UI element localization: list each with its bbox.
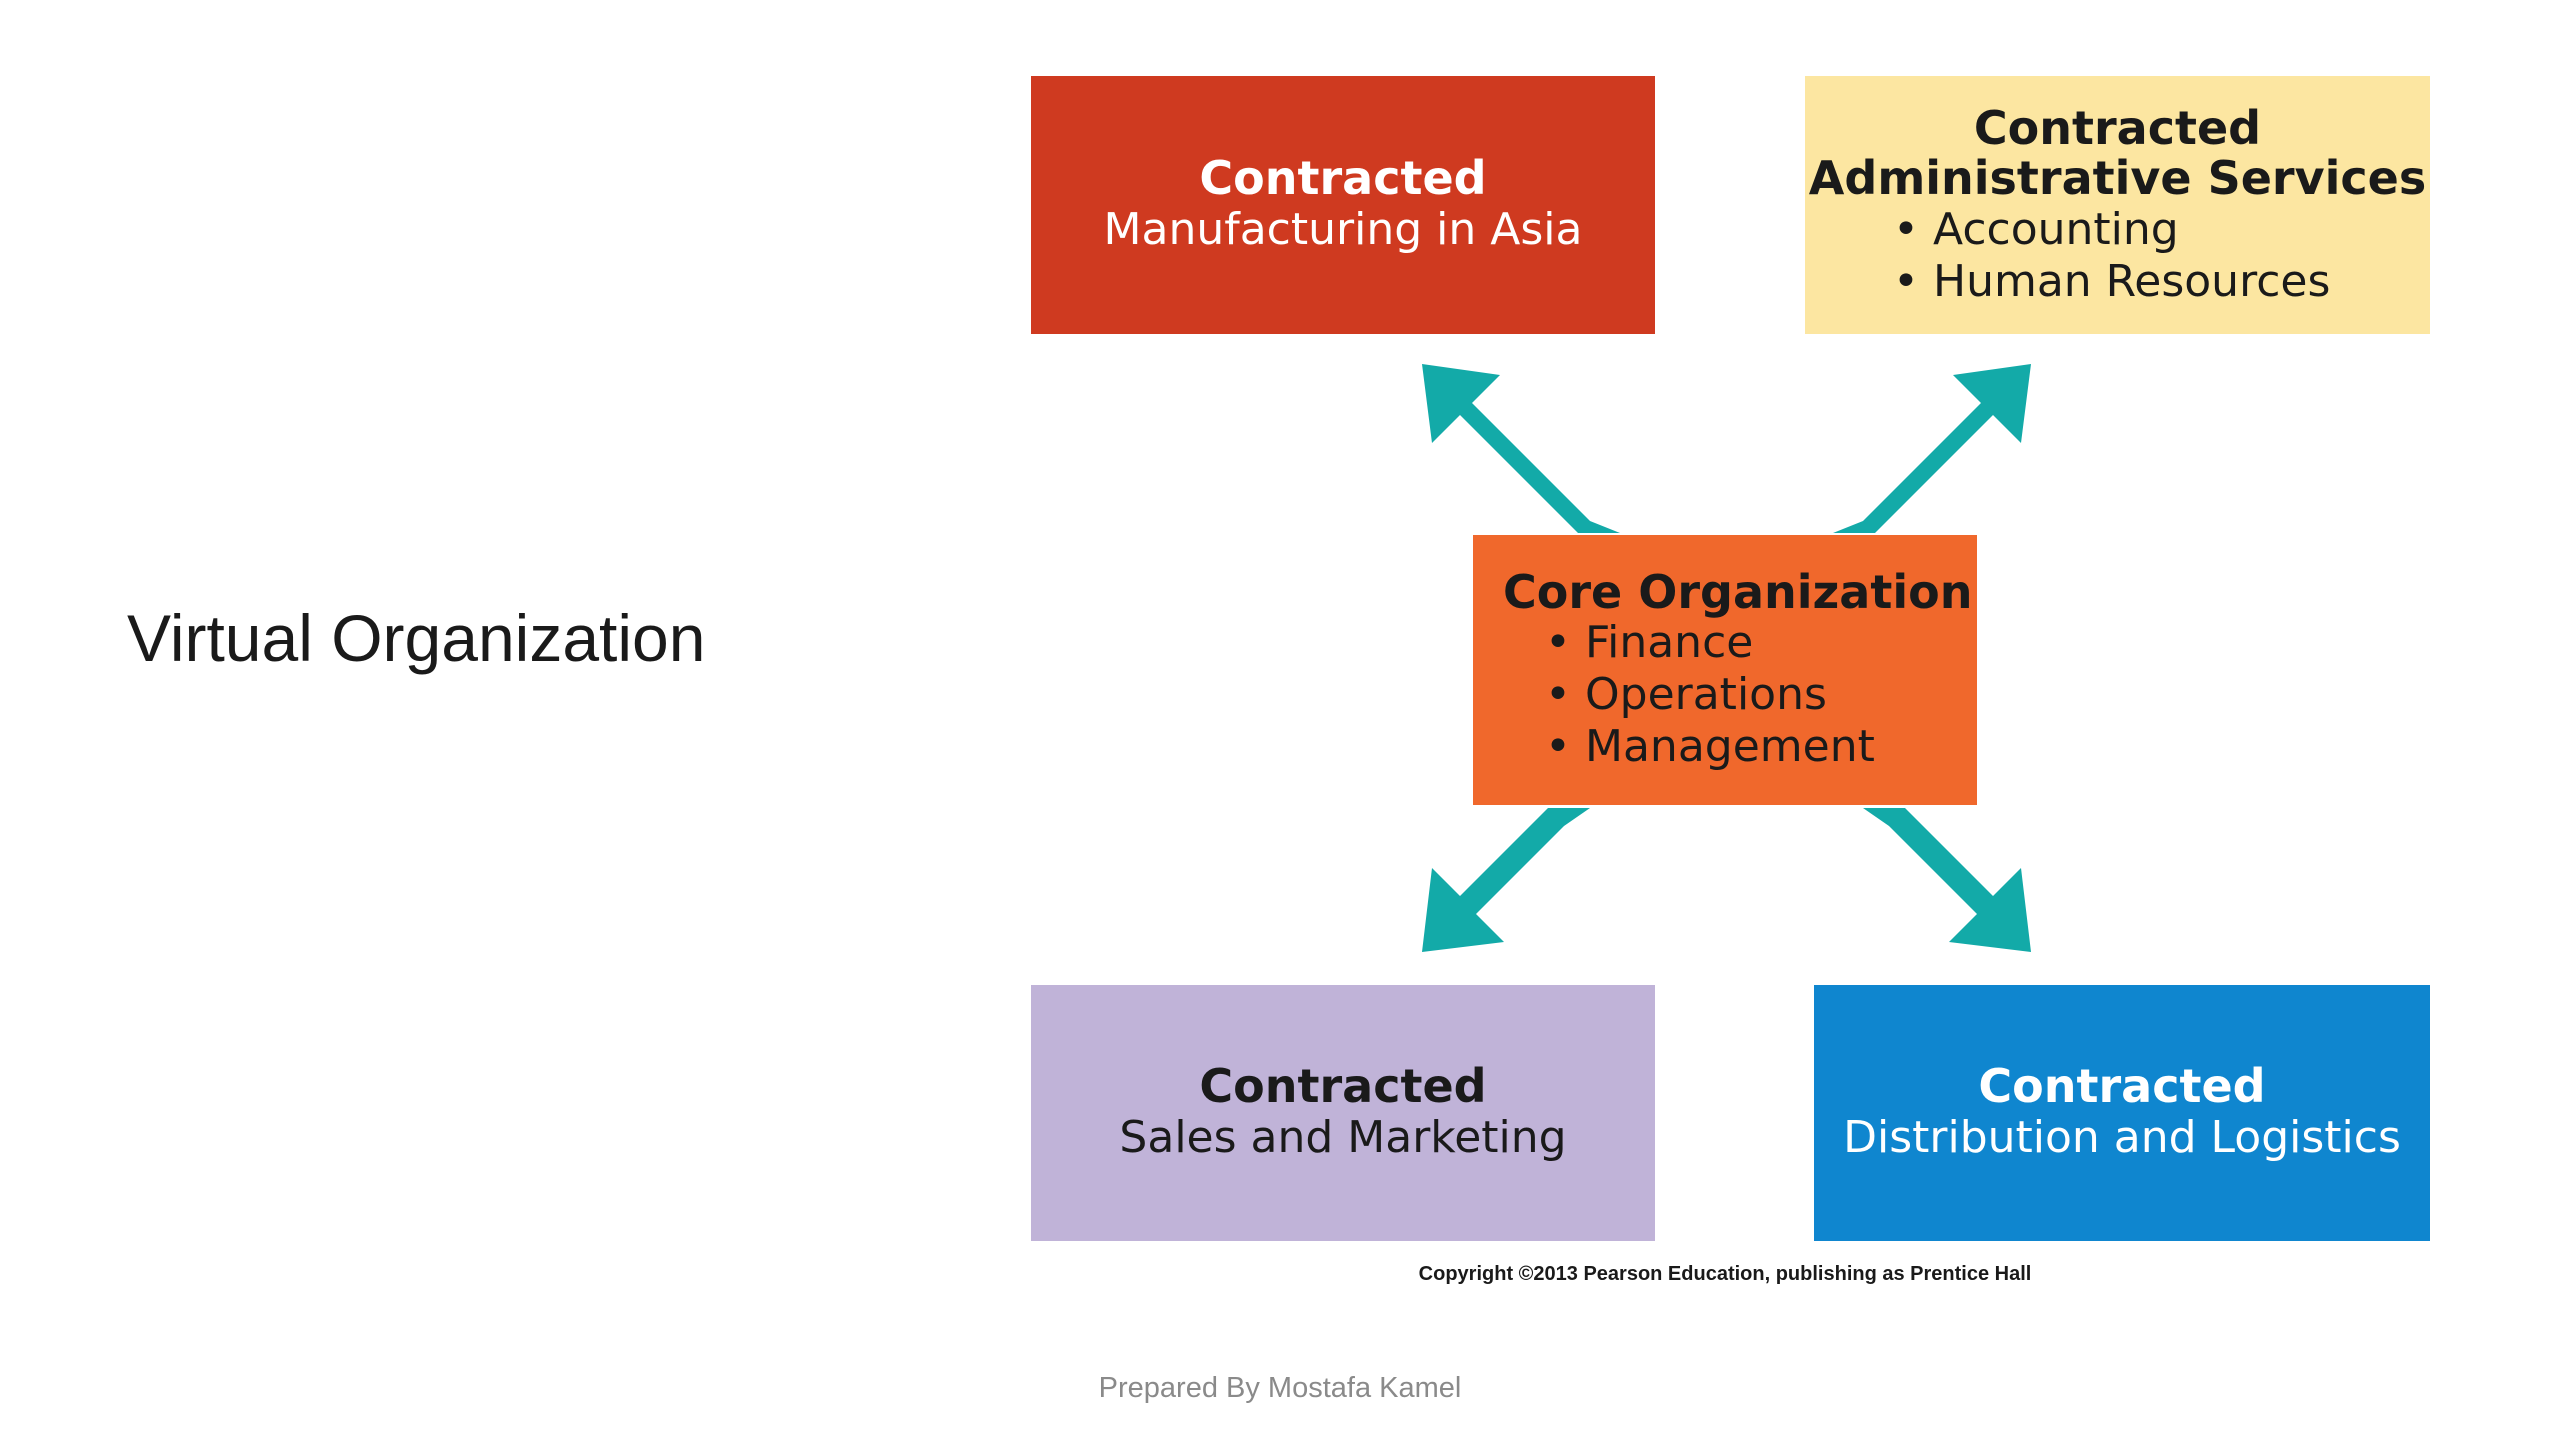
box-contracted-admin-services: Contracted Administrative Services • Acco…: [1805, 76, 2430, 334]
box-contracted-manufacturing: Contracted Manufacturing in Asia: [1031, 76, 1655, 334]
core-list-item: • Management: [1545, 721, 1875, 773]
admin-list-item: • Human Resources: [1893, 256, 2330, 308]
core-item-label: Management: [1585, 721, 1875, 773]
box-contracted-distribution: Contracted Distribution and Logistics: [1814, 985, 2430, 1241]
admin-list: • Accounting • Human Resources: [1893, 204, 2330, 308]
bullet-icon: •: [1893, 203, 1919, 255]
box-contracted-sales: Contracted Sales and Marketing: [1031, 985, 1655, 1241]
slide-footer: Prepared By Mostafa Kamel: [1098, 1372, 1462, 1404]
arrow-to-distribution: [1863, 808, 2031, 952]
copyright-notice: Copyright ©2013 Pearson Education, publi…: [1418, 1263, 2032, 1285]
distribution-subtitle: Distribution and Logistics: [1843, 1111, 2401, 1163]
sales-heading: Contracted: [1199, 1059, 1487, 1114]
bullet-icon: •: [1545, 617, 1571, 669]
manufacturing-subtitle: Manufacturing in Asia: [1103, 203, 1583, 255]
admin-heading-line2: Administrative Services: [1808, 151, 2427, 206]
arrow-to-sales: [1422, 808, 1590, 952]
core-list-item: • Finance: [1545, 617, 1875, 669]
core-list: • Finance • Operations • Management: [1545, 617, 1875, 773]
admin-list-item: • Accounting: [1893, 204, 2330, 256]
core-item-label: Operations: [1585, 669, 1827, 721]
distribution-heading: Contracted: [1978, 1059, 2266, 1114]
arrow-to-manufacturing: [1422, 364, 1620, 533]
arrow-to-admin: [1833, 364, 2031, 533]
bullet-icon: •: [1893, 255, 1919, 307]
manufacturing-heading: Contracted: [1199, 151, 1487, 206]
admin-item-label: Human Resources: [1933, 255, 2331, 307]
core-heading: Core Organization: [1503, 564, 1973, 619]
box-core-organization: Core Organization • Finance • Operations •…: [1473, 535, 1977, 805]
core-list-item: • Operations: [1545, 669, 1875, 721]
bullet-icon: •: [1545, 669, 1571, 721]
core-item-label: Finance: [1585, 617, 1754, 669]
slide-title: Virtual Organization: [127, 601, 706, 675]
sales-subtitle: Sales and Marketing: [1119, 1111, 1567, 1163]
bullet-icon: •: [1545, 721, 1571, 773]
admin-item-label: Accounting: [1933, 203, 2179, 255]
admin-heading-line1: Contracted: [1973, 100, 2262, 155]
